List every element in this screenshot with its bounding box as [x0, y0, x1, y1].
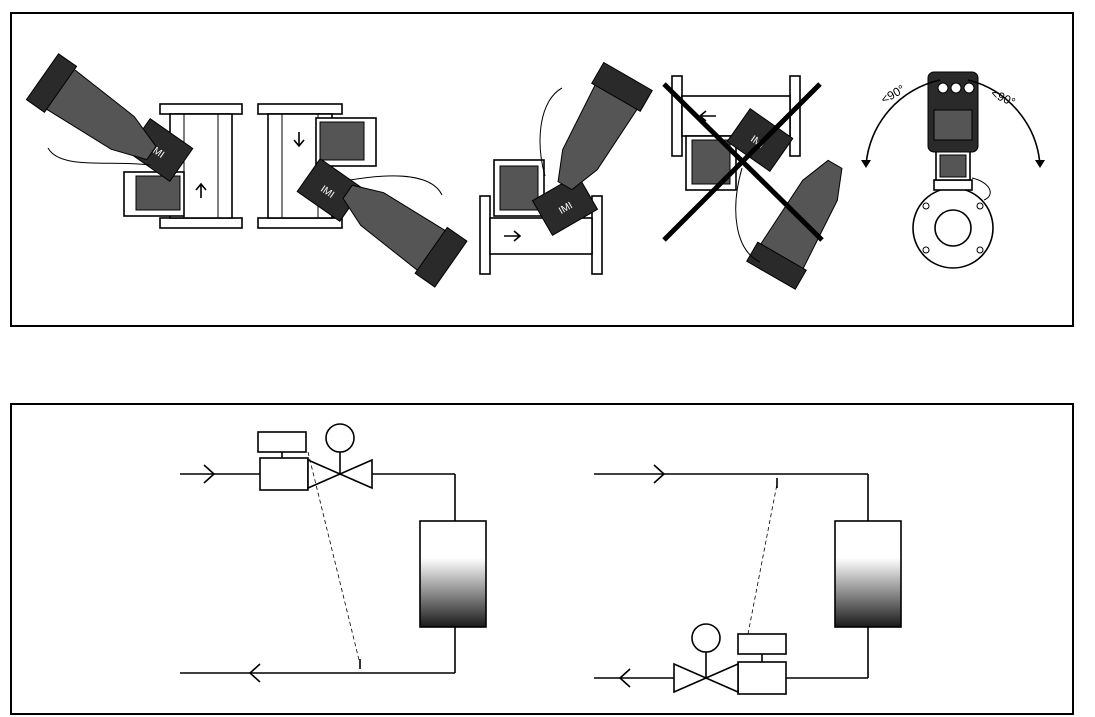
actuator-symbol	[325, 423, 355, 453]
valve-position-1: IMI	[25, 53, 243, 229]
balancing-valve-handwheel	[257, 431, 307, 453]
control-valve-right	[704, 662, 739, 694]
actuator-symbol	[691, 623, 721, 653]
impulse-line	[747, 483, 778, 635]
angle-label-left: <90°	[879, 82, 908, 107]
control-valve-right	[338, 458, 373, 490]
valve-position-4-not-allowed: IMI	[662, 75, 843, 290]
heat-emitter	[834, 520, 902, 628]
balancing-valve-body	[259, 457, 309, 491]
valve-position-2: IMI	[257, 103, 468, 288]
schematic-return-installation	[594, 464, 902, 695]
balancing-valve-body	[737, 661, 787, 695]
control-valve-left	[307, 458, 342, 490]
heat-emitter	[419, 520, 487, 628]
valve-position-5-end-view: <90° <90°	[861, 71, 1045, 269]
valve-position-3: IMI	[479, 61, 653, 275]
control-valve-left	[673, 662, 708, 694]
schematic-supply-installation	[180, 423, 487, 683]
cross-line-2	[662, 82, 822, 242]
impulse-line	[307, 451, 361, 665]
balancing-valve-handwheel	[737, 633, 787, 655]
